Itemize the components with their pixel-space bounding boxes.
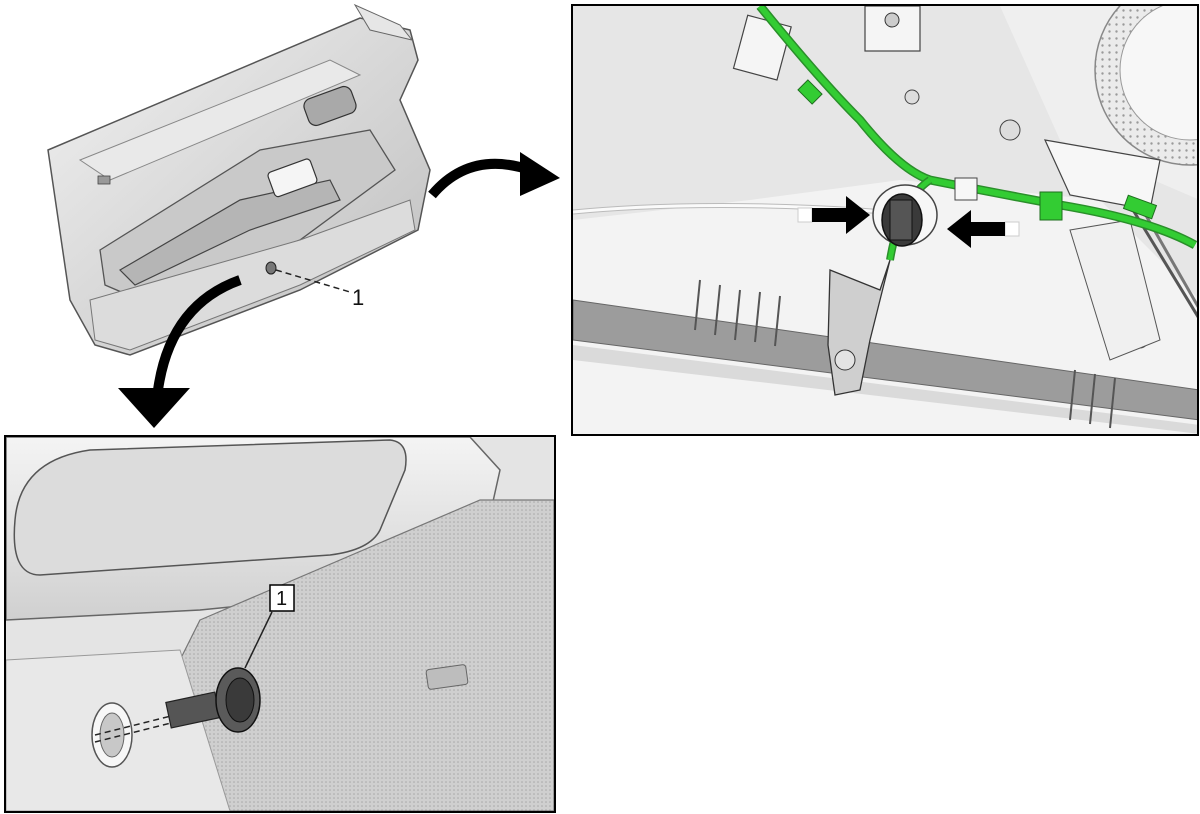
- window-switch: [267, 158, 318, 198]
- door-handle-recess: [303, 85, 357, 127]
- detail-bottom-frame: [4, 435, 556, 813]
- door-lower-rail: [573, 299, 1197, 421]
- door-panel-vent: [97, 175, 111, 185]
- callout-leader-line: [275, 269, 351, 293]
- door-panel-upper-flange: [353, 3, 414, 41]
- rail-retainer-clips-right: [1069, 369, 1116, 429]
- detail-top-frame: [571, 4, 1199, 436]
- release-tab-arrow-right: [947, 210, 1020, 248]
- arrow-to-bottom-detail: [118, 275, 242, 428]
- door-pull-handle: [119, 179, 341, 286]
- door-map-pocket: [89, 199, 416, 351]
- door-panel-overview: 1: [47, 3, 431, 356]
- callout-leader-line-detail: [244, 611, 273, 669]
- door-panel-upper-ridge: [78, 59, 362, 181]
- speaker-emblem: [425, 664, 469, 690]
- grommet-location-marker: [265, 261, 277, 275]
- callout-box: [269, 584, 295, 612]
- detail-harness-connector: [573, 6, 1197, 434]
- callout-number-overview: 1: [352, 285, 364, 310]
- rail-retainer-clips-left: [694, 279, 781, 347]
- release-tab-arrow-left: [797, 196, 870, 234]
- detail-grommet: 1: [6, 437, 554, 811]
- grommet-part: [165, 667, 261, 733]
- callout-number-detail: 1: [276, 588, 287, 610]
- arrow-to-top-detail: [428, 152, 560, 199]
- bolt: [904, 89, 920, 105]
- bolt: [999, 119, 1021, 141]
